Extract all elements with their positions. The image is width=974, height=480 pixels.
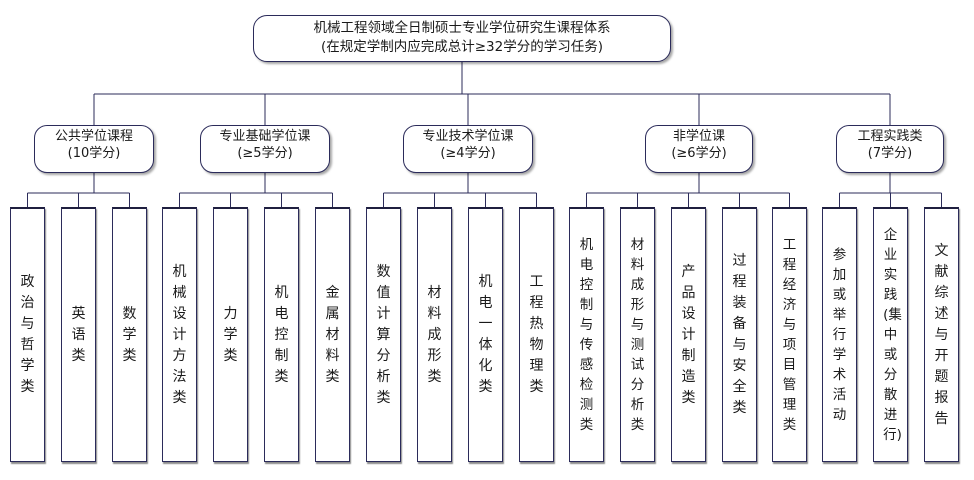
leaf-label: 文献综述与开题报告 bbox=[934, 242, 949, 427]
leaf-course: 数学类 bbox=[112, 207, 147, 462]
leaf-course: 力学类 bbox=[213, 207, 248, 462]
leaf-course: 工程经济与项目管理类 bbox=[772, 207, 807, 462]
leaf-course: 文献综述与开题报告 bbox=[924, 207, 959, 462]
category-name: 非学位课 bbox=[672, 129, 725, 144]
root-subtitle: (在规定学制内应完成总计≥32学分的学习任务) bbox=[320, 39, 604, 55]
category-name: 公共学位课程 bbox=[54, 129, 133, 144]
leaf-course: 机电控制类 bbox=[264, 207, 299, 462]
leaf-label: 数值计算分析类 bbox=[376, 263, 391, 406]
category-name: 专业基础学位课 bbox=[219, 129, 311, 144]
leaf-course: 工程热物理类 bbox=[519, 207, 554, 462]
leaf-course: 数值计算分析类 bbox=[366, 207, 401, 462]
leaf-course: 机械设计方法类 bbox=[162, 207, 197, 462]
leaf-label: 工程热物理类 bbox=[529, 274, 544, 395]
leaf-course: 参加或举行学术活动 bbox=[822, 207, 857, 462]
category-non-degree: 非学位课 (≥6学分) bbox=[645, 125, 753, 173]
leaf-label: 机电控制类 bbox=[274, 284, 289, 385]
leaf-label: 企业实践(集中或分散进行) bbox=[883, 227, 902, 443]
leaf-course: 过程装备与安全类 bbox=[722, 207, 757, 462]
leaf-course: 企业实践(集中或分散进行) bbox=[873, 207, 908, 462]
leaf-course: 金属材料类 bbox=[315, 207, 350, 462]
leaf-course: 机电一体化类 bbox=[468, 207, 503, 462]
leaf-course: 产品设计制造类 bbox=[671, 207, 706, 462]
leaf-label: 材料成形类 bbox=[427, 284, 442, 385]
leaf-label: 工程经济与项目管理类 bbox=[782, 237, 797, 433]
category-credits: (≥5学分) bbox=[237, 146, 293, 161]
root-node: 机械工程领域全日制硕士专业学位研究生课程体系 (在规定学制内应完成总计≥32学分… bbox=[253, 15, 671, 62]
root-title: 机械工程领域全日制硕士专业学位研究生课程体系 bbox=[313, 20, 611, 36]
leaf-label: 数学类 bbox=[122, 305, 137, 364]
category-credits: (≥4学分) bbox=[440, 146, 496, 161]
category-professional-basic: 专业基础学位课 (≥5学分) bbox=[200, 125, 330, 173]
category-engineering-practice: 工程实践类 (7学分) bbox=[836, 125, 944, 173]
leaf-course: 英语类 bbox=[61, 207, 96, 462]
leaf-label: 材料成形与测试分析类 bbox=[630, 237, 645, 433]
category-name: 专业技术学位课 bbox=[422, 129, 514, 144]
leaf-label: 机电一体化类 bbox=[478, 274, 493, 395]
category-credits: (10学分) bbox=[67, 146, 121, 161]
leaf-course: 机电控制与传感检测类 bbox=[569, 207, 604, 462]
leaf-label: 金属材料类 bbox=[325, 284, 340, 385]
category-credits: (7学分) bbox=[867, 146, 913, 161]
category-professional-technical: 专业技术学位课 (≥4学分) bbox=[403, 125, 533, 173]
leaf-label: 力学类 bbox=[223, 305, 238, 364]
leaf-label: 过程装备与安全类 bbox=[732, 253, 747, 416]
leaf-course: 材料成形与测试分析类 bbox=[620, 207, 655, 462]
leaf-label: 机械设计方法类 bbox=[172, 263, 187, 406]
leaf-label: 政治与哲学类 bbox=[20, 274, 35, 395]
leaf-label: 产品设计制造类 bbox=[681, 263, 696, 406]
leaf-course: 材料成形类 bbox=[417, 207, 452, 462]
leaf-course: 政治与哲学类 bbox=[10, 207, 45, 462]
category-name: 工程实践类 bbox=[857, 129, 923, 144]
leaf-label: 机电控制与传感检测类 bbox=[579, 237, 594, 433]
leaf-label: 参加或举行学术活动 bbox=[832, 247, 847, 423]
category-public-degree: 公共学位课程 (10学分) bbox=[34, 125, 154, 173]
leaf-label: 英语类 bbox=[71, 305, 86, 364]
category-credits: (≥6学分) bbox=[671, 146, 727, 161]
